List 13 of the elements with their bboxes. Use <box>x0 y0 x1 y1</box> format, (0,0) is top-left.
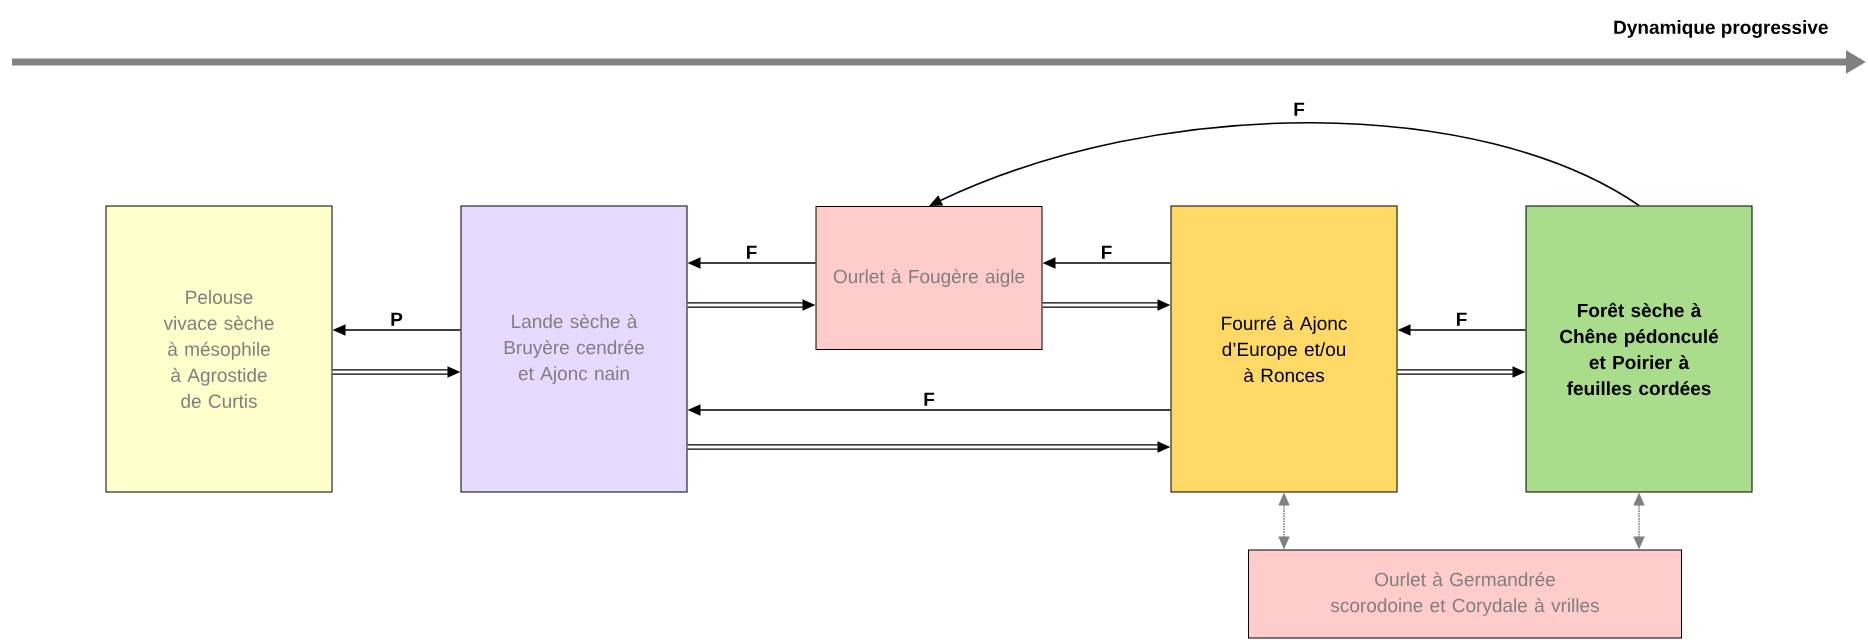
edge-label: F <box>1457 312 1467 326</box>
habitat-box: Ourlet à Fougère aigle <box>815 206 1043 350</box>
edge-label: F <box>747 245 757 259</box>
edge-label: P <box>391 312 403 326</box>
habitat-box: Fourré à Ajonc d’Europe et/ou à Ronces <box>1170 205 1398 493</box>
edge-label: F <box>1102 245 1112 259</box>
habitat-box: Ourlet à Germandrée scorodoine et Corydale à vrilles <box>1248 549 1682 639</box>
habitat-box: Pelouse vivace sèche à mésophile à Agrostide de Curtis <box>105 205 333 493</box>
habitat-box: Forêt sèche à Chêne pédonculé et Poirier à feuilles cordées <box>1525 205 1753 493</box>
habitat-box: Lande sèche à Bruyère cendrée et Ajonc nain <box>460 205 688 493</box>
axis-label: Dynamique progressive <box>1614 20 1828 38</box>
edge-label: F <box>924 392 935 406</box>
edge-label: F <box>1294 102 1305 116</box>
